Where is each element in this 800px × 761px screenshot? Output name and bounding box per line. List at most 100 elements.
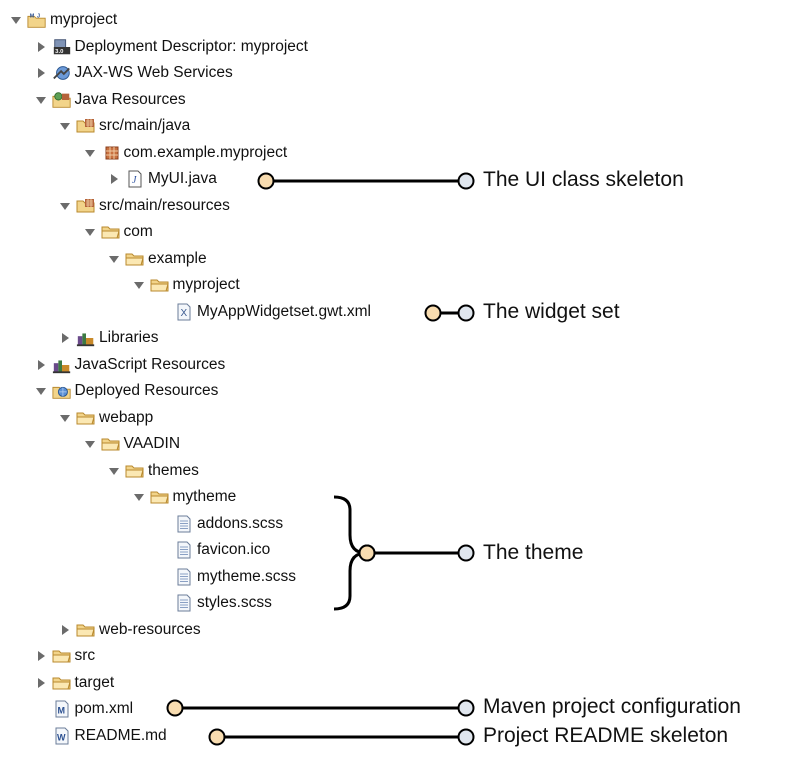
theme-end-marker [457,544,475,562]
xml-file-icon: X [174,303,194,321]
tree-item[interactable]: X MyAppWidgetset.gwt.xml [156,301,371,323]
tree-item[interactable]: styles.scss [156,592,272,614]
expand-arrow-icon[interactable] [34,676,48,690]
annotation-ui-class: The UI class skeleton [483,168,684,191]
expand-arrow-icon[interactable] [58,331,72,345]
tree-item-label: addons.scss [197,514,284,532]
tree-item[interactable]: com [83,221,153,243]
tree-item-label: Java Resources [74,90,186,108]
folder-icon [150,488,170,506]
collapse-arrow-icon[interactable] [83,146,97,160]
collapse-arrow-icon[interactable] [34,384,48,398]
tree-item-label: com.example.myproject [123,143,288,161]
tree-item[interactable]: themes [107,460,199,482]
collapse-arrow-icon[interactable] [83,437,97,451]
tree-item[interactable]: mytheme.scss [156,566,296,588]
theme-start-marker [358,544,376,562]
tree-item-label: MyUI.java [148,170,217,187]
collapse-arrow-icon[interactable] [132,278,146,292]
folder-icon [125,462,145,480]
java-resources-icon [51,91,72,109]
widget-set-end-marker [457,304,475,322]
tree-item[interactable]: JAX-WS Web Services [34,62,233,84]
tree-item-label: web-resources [99,620,201,638]
tree-item-label: Deployment Descriptor: myproject [74,37,308,55]
expand-arrow-icon[interactable] [34,66,48,80]
tree-item-label: favicon.ico [197,541,271,558]
svg-text:M: M [30,13,35,19]
tree-item-label: themes [148,461,199,479]
tree-item-label: JavaScript Resources [74,355,226,373]
tree-item[interactable]: favicon.ico [156,539,270,561]
ui-class-start-marker [257,172,275,190]
collapse-arrow-icon[interactable] [107,252,121,266]
tree-item-label: myproject [50,11,118,28]
folder-icon [52,647,72,665]
maven-end-marker [457,699,475,717]
tree-item[interactable]: src/main/java [58,115,190,137]
maven-file-icon: M [52,700,72,718]
tree-item[interactable]: example [107,248,207,270]
svg-text:3.0: 3.0 [55,48,64,54]
ui-class-end-marker [457,172,475,190]
tree-item[interactable]: JavaScript Resources [34,354,226,376]
expand-arrow-icon[interactable] [34,40,48,54]
collapse-arrow-icon[interactable] [58,411,72,425]
tree-item[interactable]: webapp [58,407,153,429]
collapse-arrow-icon[interactable] [132,490,146,504]
tree-item-label: Deployed Resources [74,382,219,399]
collapse-arrow-icon[interactable] [107,464,121,478]
tree-item-label: myproject [172,276,240,293]
tree-item-label: mytheme.scss [197,567,297,585]
annotation-theme: The theme [483,541,584,564]
tree-item-label: src [74,647,96,664]
tree-item[interactable]: myproject [132,274,240,296]
expand-arrow-icon[interactable] [34,358,48,372]
source-folder-icon [76,197,96,215]
readme-start-marker [208,728,226,746]
deployed-resources-icon [51,382,72,400]
tree-item[interactable]: VAADIN [83,433,180,455]
expand-arrow-icon[interactable] [107,172,121,186]
tree-item-label: webapp [99,408,154,426]
folder-icon [76,621,96,639]
tree-item[interactable]: target [34,672,115,694]
package-icon [101,144,121,162]
annotation-maven: Maven project configuration [483,695,741,718]
tree-item[interactable]: mytheme [132,486,236,508]
tree-item[interactable]: 3.0 Deployment Descriptor: myproject [34,36,308,58]
tree-item-label: Libraries [99,329,159,346]
readme-end-marker [457,728,475,746]
collapse-arrow-icon[interactable] [58,199,72,213]
collapse-arrow-icon[interactable] [58,119,72,133]
collapse-arrow-icon[interactable] [83,225,97,239]
annotation-widget-set: The widget set [483,300,620,323]
tree-item[interactable]: Libraries [58,327,158,349]
markdown-file-icon: W [52,727,72,745]
expand-arrow-icon[interactable] [34,649,48,663]
tree-item[interactable]: addons.scss [156,513,283,535]
deployment-descriptor-icon: 3.0 [52,38,72,56]
collapse-arrow-icon[interactable] [9,13,23,27]
tree-item-label: MyAppWidgetset.gwt.xml [197,302,371,320]
tree-item[interactable]: Java Resources [34,89,186,111]
tree-item[interactable]: Deployed Resources [34,380,219,402]
folder-icon [52,674,72,692]
text-file-icon [174,594,194,612]
tree-item[interactable]: src/main/resources [58,195,230,217]
expand-arrow-icon[interactable] [58,623,72,637]
collapse-arrow-icon[interactable] [34,93,48,107]
folder-icon [101,435,121,453]
tree-item[interactable]: src [34,645,96,667]
tree-item[interactable]: web-resources [58,619,201,641]
tree-item-label: target [74,673,115,691]
tree-item[interactable]: com.example.myproject [83,142,288,164]
svg-text:X: X [181,308,188,319]
java-file-icon: J [125,170,145,188]
